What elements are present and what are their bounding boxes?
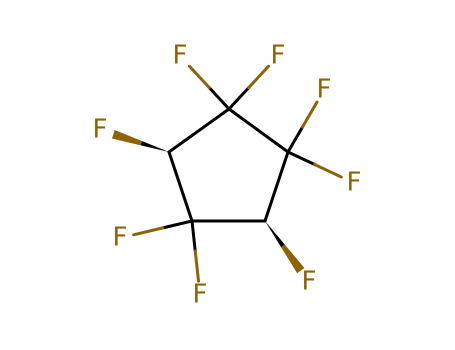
fluorine-label-top-2: F <box>271 41 286 71</box>
bond-c-top-to-f-top-2-inner <box>227 86 251 111</box>
bond-c-top-to-c-right <box>227 107 290 154</box>
bond-c-top-to-f-top-1-inner <box>207 86 231 111</box>
bond-c-bottom-left-to-f-bottom-left-2-outer <box>193 249 200 283</box>
bond-c-top-to-f-top-2-outer <box>247 64 270 90</box>
bond-layer <box>111 64 343 283</box>
bond-c-right-to-f-right-2-outer <box>313 163 343 179</box>
bond-c-bottom-left-to-f-bottom-left-1-outer <box>132 226 165 237</box>
bond-c-top-to-f-top-1-outer <box>188 64 211 90</box>
bond-c-bottom-left-to-f-bottom-left-1-inner <box>161 219 194 230</box>
fluorine-label-right-2: F <box>347 168 362 198</box>
atom-label-layer: F F F F F F F F <box>93 41 362 310</box>
fluorine-label-bottom-left-2: F <box>193 280 208 310</box>
bond-c-right-to-f-right-1-inner <box>286 125 304 154</box>
fluorine-label-top-1: F <box>173 41 188 71</box>
fluorine-label-left-wedge: F <box>93 115 108 145</box>
bond-c-left-to-f-left-wedge-wedge-outer <box>111 129 142 146</box>
fluorine-label-right-1: F <box>317 75 332 105</box>
bond-c-bottom-left-to-f-bottom-left-2-inner <box>190 219 197 253</box>
bond-c-right-to-c-bottom-right <box>263 150 290 223</box>
bond-c-bottom-right-to-f-bottom-right-wedge-wedge-inner <box>265 221 285 248</box>
bond-c-left-to-c-top <box>167 107 231 154</box>
bond-c-right-to-f-right-1-outer <box>300 100 319 129</box>
bond-c-bottom-left-to-c-left <box>167 150 194 223</box>
bond-c-left-to-f-left-wedge-wedge-inner <box>140 140 169 152</box>
bond-c-right-to-f-right-2-inner <box>286 150 317 167</box>
fluorine-label-bottom-left-1: F <box>113 223 128 253</box>
fluorine-label-bottom-right-wedge: F <box>302 267 317 297</box>
bond-c-bottom-right-to-f-bottom-right-wedge-wedge-outer <box>281 244 305 274</box>
